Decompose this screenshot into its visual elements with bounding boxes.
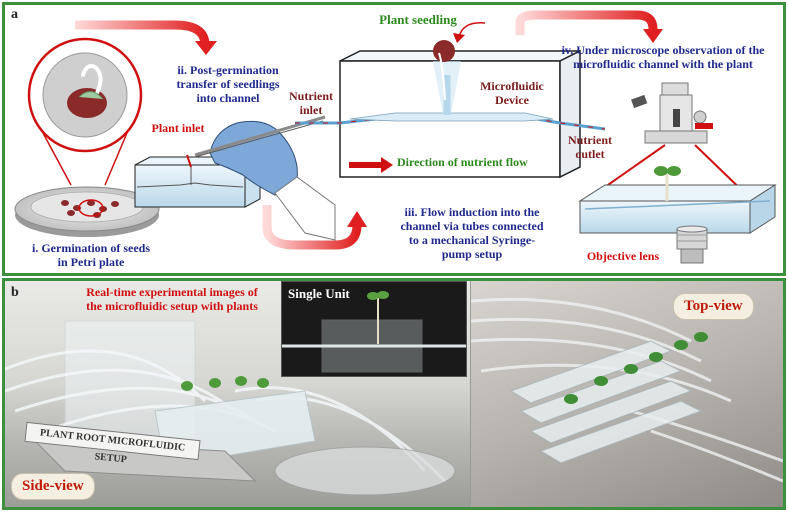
- objective-lens-icon: [676, 225, 708, 264]
- magnified-sprout: [81, 64, 103, 95]
- panel-b: PLANT ROOT MICROFLUIDIC SETUP: [2, 278, 786, 510]
- microfluidic-device-label: Microfluidic Device: [480, 79, 544, 107]
- flow-direction-label: Direction of nutrient flow: [397, 155, 528, 169]
- panel-b-letter: b: [11, 285, 19, 300]
- plant-inlet-label: Plant inlet: [151, 121, 205, 135]
- panel-a-letter: a: [11, 7, 18, 22]
- zoom-line-right: [104, 132, 128, 186]
- top-chips: [509, 340, 703, 464]
- schematic-illustration: [14, 10, 777, 264]
- single-unit-label: Single Unit: [288, 286, 350, 301]
- gloved-hand: [209, 120, 298, 196]
- step2-caption: ii. Post-germination transfer of seedlin…: [176, 63, 280, 105]
- top-view-badge: Top-view: [673, 293, 754, 320]
- step4-caption: iv. Under microscope observation of the …: [561, 43, 765, 71]
- flow-arrow: [349, 157, 393, 173]
- top-seedlings: [564, 332, 708, 404]
- panel-a: a: [2, 2, 786, 276]
- step1-caption: i. Germination of seeds in Petri plate: [32, 241, 150, 269]
- plant-seedling-label: Plant seedling: [379, 12, 457, 27]
- nutrient-outlet-label: Nutrient outlet: [568, 133, 612, 161]
- step3-caption: iii. Flow induction into the channel via…: [400, 205, 544, 261]
- panel-b-caption: Real-time experimental images of the mic…: [86, 285, 258, 313]
- single-unit-inset: Single Unit: [281, 281, 467, 377]
- top-view-photo: [471, 281, 783, 507]
- plant-inlet-arrow: [186, 154, 192, 168]
- zoom-line-left: [42, 132, 72, 186]
- lab-coat-sleeve: [274, 176, 336, 241]
- microscope-icon: [631, 82, 713, 144]
- nutrient-inlet-label: Nutrient inlet: [289, 89, 333, 117]
- arrow-step4: [515, 10, 658, 35]
- side-view-badge: Side-view: [11, 473, 95, 500]
- observation-chip-top: [578, 184, 777, 202]
- seed-on-device: [433, 40, 455, 62]
- side-seedlings: [181, 376, 269, 391]
- arrow-step3: [262, 205, 362, 250]
- objective-lens-label: Objective lens: [586, 249, 660, 263]
